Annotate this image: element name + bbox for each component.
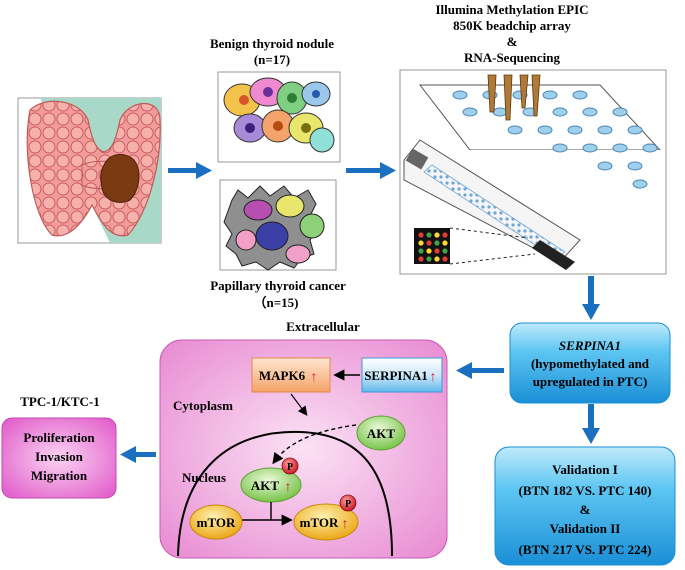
thyroid-illustration [17, 97, 162, 244]
rnaseq-title: RNA-Sequencing [464, 50, 561, 65]
akt-node: AKT [356, 415, 406, 451]
nucleus-label: Nucleus [182, 470, 226, 485]
cell-diagram: Cytoplasm Nucleus MAPK6 ↑ SERPINA1 ↑ AKT… [159, 339, 448, 559]
serpina1-up-arrow: ↑ [430, 370, 437, 385]
ptc-title: Papillary thyroid cancer [210, 278, 346, 293]
outcome-proliferation: Proliferation [23, 430, 95, 445]
beadchip-title: 850K beadchip array [453, 18, 571, 33]
mapk6-to-akt-arrow [290, 393, 308, 416]
outcome-invasion: Invasion [35, 449, 83, 464]
cell-line-label: TPC-1/KTC-1 [20, 394, 99, 409]
mapk6-up-arrow: ↑ [311, 370, 318, 385]
phospho-akt-up-arrow: ↑ [285, 480, 292, 495]
validation-line-3: & [580, 502, 591, 517]
illumina-title: Illumina Methylation EPIC [435, 2, 588, 17]
serpina1-desc-line-1: (hypomethylated and [531, 356, 650, 371]
mtor-label: mTOR [197, 515, 236, 530]
ptc-image [219, 179, 337, 271]
serpina1-node-label: SERPINA1 [364, 368, 428, 383]
mapk6-node: MAPK6 ↑ [251, 357, 331, 393]
phospho-mtor-node: mTOR ↑ P [293, 494, 359, 541]
phospho-mtor-label: mTOR [300, 515, 339, 530]
arrow-cell-to-outcome [120, 446, 156, 463]
akt-translocation-arrow [272, 424, 357, 465]
serpina1-summary-box: SERPINA1 (hypomethylated and upregulated… [509, 322, 671, 404]
benign-count: (n=17) [254, 52, 290, 67]
phospho-mtor-p-label: P [345, 499, 351, 510]
phospho-mtor-up-arrow: ↑ [342, 517, 349, 532]
extracellular-label: Extracellular [286, 319, 360, 334]
validation-line-5: (BTN 217 VS. PTC 224) [518, 542, 651, 557]
outcome-box: Proliferation Invasion Migration [1, 417, 117, 499]
outcome-migration: Migration [31, 468, 88, 483]
arrow-thyroid-to-samples [168, 162, 212, 179]
validation-line-4: Validation II [550, 521, 621, 536]
mapk6-label: MAPK6 [259, 368, 306, 383]
flow-arrows [120, 162, 600, 463]
phospho-akt-label: AKT [251, 478, 280, 493]
beadchip-image [399, 69, 667, 275]
validation-box: Validation I (BTN 182 VS. PTC 140) & Val… [494, 446, 676, 566]
akt-label: AKT [367, 426, 396, 441]
arrow-serpina1-to-cell [456, 362, 504, 379]
arrow-chip-to-serpina1 [582, 276, 600, 320]
serpina1-desc-line-2: upregulated in PTC) [533, 374, 648, 389]
ptc-count: （n=15) [254, 295, 299, 310]
benign-title: Benign thyroid nodule [210, 36, 334, 51]
serpina1-gene: SERPINA1 [559, 338, 621, 353]
mtor-node: mTOR [189, 504, 243, 540]
phospho-akt-p-label: P [287, 462, 293, 473]
validation-line-2: (BTN 182 VS. PTC 140) [518, 483, 651, 498]
arrow-samples-to-chip [346, 162, 396, 179]
arrow-serpina1-to-validation [582, 404, 600, 444]
ampersand-label: & [507, 34, 518, 49]
phospho-akt-node: AKT ↑ P [240, 457, 302, 503]
cytoplasm-label: Cytoplasm [173, 398, 233, 413]
validation-line-1: Validation I [552, 462, 618, 477]
benign-nodule-image [217, 71, 341, 163]
serpina1-node: SERPINA1 ↑ [361, 357, 443, 393]
